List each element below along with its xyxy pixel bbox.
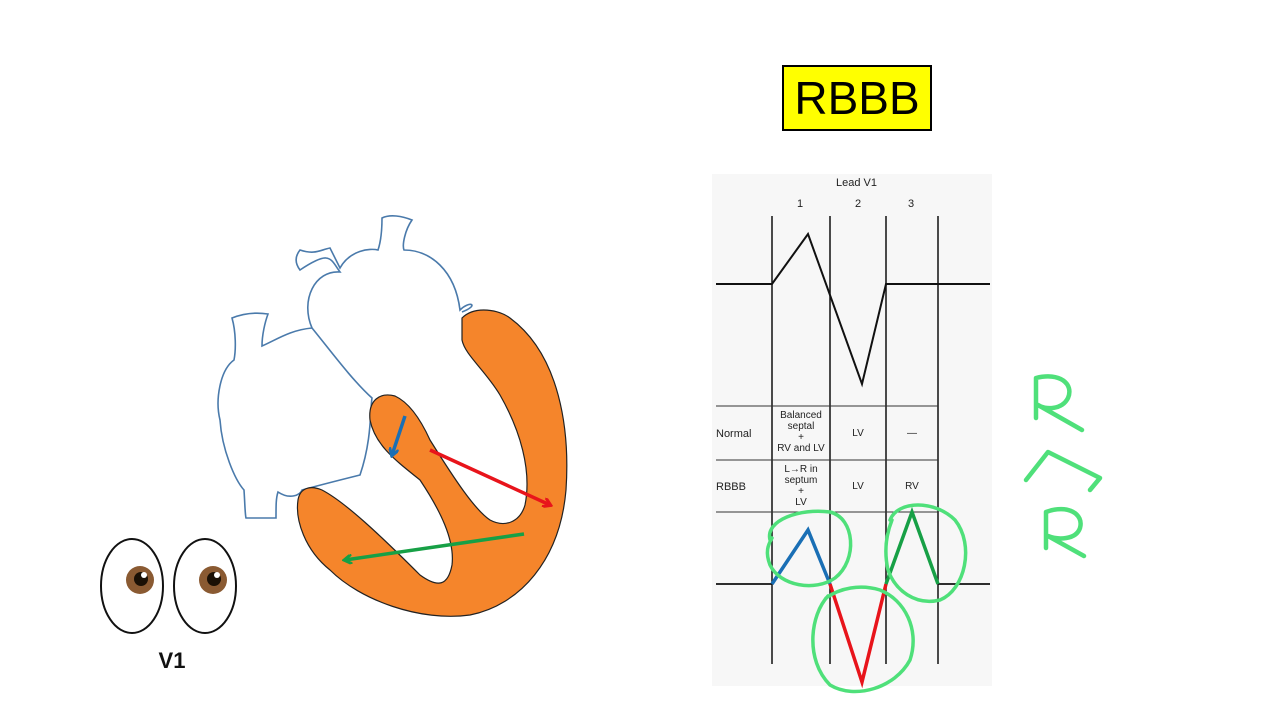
normal-cell-1: Balanced septal + RV and LV [777,410,825,454]
right-glint [214,572,220,578]
annotation-r-bottom: R [1040,500,1041,501]
column-header-1: 1 [797,198,804,210]
rbbb-cell-2: LV [852,481,864,492]
normal-cell-3: — [907,428,917,439]
column-header-3: 3 [908,198,915,210]
lv-vector-arrow [345,532,525,560]
title-text: RBBB [794,72,920,124]
row-label-rbbb: RBBB [716,481,746,493]
lead-v1-table [712,174,992,686]
title-box: RBBB [782,65,932,131]
septal-vector-arrow [392,415,407,455]
heart-outline [217,215,473,519]
eyes [100,538,237,634]
column-header-2: 2 [855,198,862,210]
myocardium [296,309,568,617]
rbbb-s-wave [828,583,888,689]
rbbb-cell-1: L→R in septum + LV [784,464,818,508]
rbbb-r-prime-wave [884,506,940,585]
table-header: Lead V1 [836,177,877,189]
rbbb-r-wave [770,526,832,585]
annotation-r-top: R [1028,366,1029,367]
left-glint [141,572,147,578]
rbbb-cell-3: RV [905,481,919,492]
annotation-circles [765,503,968,694]
normal-cell-2: LV [852,428,864,439]
r-rprime-annotation [1023,374,1103,559]
eyes-label: V1 [158,648,186,673]
normal-v1-trace [716,231,990,388]
rv-vector-arrow [429,448,550,505]
row-label-normal: Normal [716,428,752,440]
